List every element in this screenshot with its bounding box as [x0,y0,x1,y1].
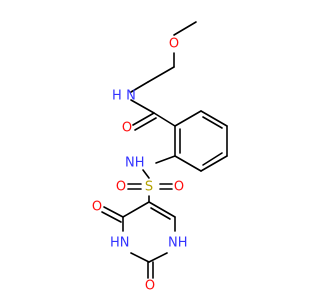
bond [130,252,150,263]
bond [130,99,155,114]
bond [155,155,176,164]
atom-nh-sulfonamide: NH [125,156,145,171]
atom-hn-ring-left: HN [110,236,130,251]
atom-o-sulfonyl-right: O [174,180,184,195]
bond [148,252,168,263]
bond [174,155,202,172]
bond [130,81,149,93]
bond [148,201,176,218]
atom-label-layer: O N H O NH S O O O NH HN O [92,37,188,294]
bond [134,117,157,131]
bond [142,169,150,179]
bond [101,211,122,223]
atom-o-sulfonyl-left: O [116,180,126,195]
bond [153,112,176,127]
bond-layer [101,21,228,279]
bond [200,155,228,172]
atom-n-amide: N [126,89,136,104]
bond [132,112,155,126]
bond [147,66,175,83]
atom-nh-ring-right: NH [168,236,188,251]
bond [174,110,202,127]
bond [150,207,171,220]
atom-o-methoxy: O [169,37,179,52]
atom-o-ring-upper: O [92,200,102,215]
bond [200,110,228,127]
atom-s-sulfonyl: S [145,180,153,195]
bond [202,116,223,129]
bond [173,21,197,36]
bond [103,206,124,218]
bond [122,201,150,218]
atom-h-amide: H [112,89,122,104]
bond [202,152,223,166]
molecule-structure: O N H O NH S O O O NH HN O [92,21,228,294]
molecule-diagram: O N H O NH S O O O NH HN O [91,21,228,294]
atom-o-carbonyl: O [122,121,132,136]
atom-o-ring-lower: O [145,279,155,294]
